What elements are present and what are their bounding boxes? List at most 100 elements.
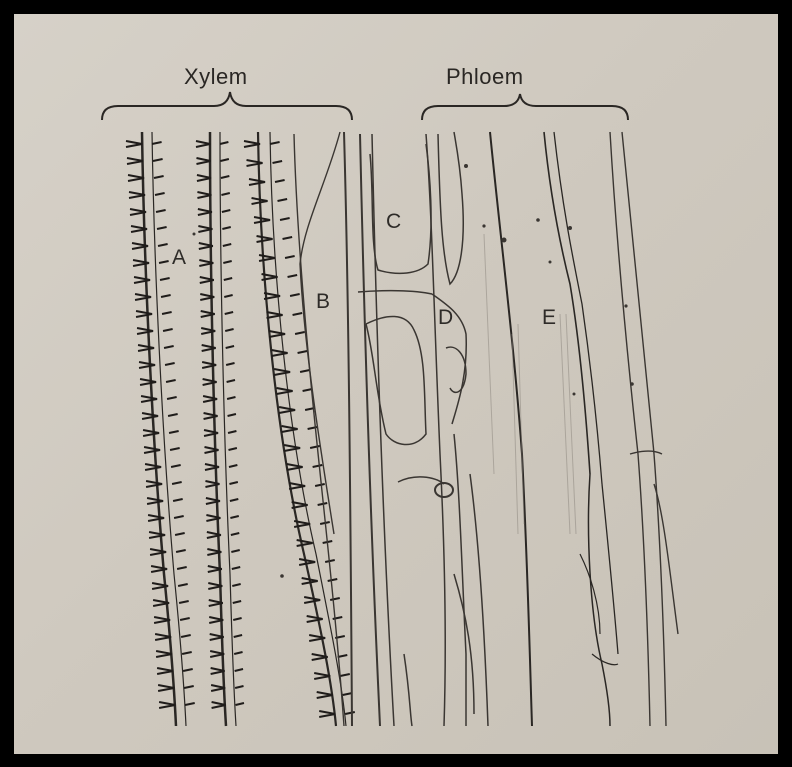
phloem-sieve-tube-d	[432, 132, 488, 726]
thickening-spike	[126, 141, 142, 147]
thickening-spike	[155, 193, 165, 195]
thickening-spike	[181, 635, 191, 637]
thickening-spike	[310, 446, 320, 448]
thickening-spike	[173, 499, 183, 501]
thickening-spike	[145, 464, 161, 470]
thickening-spike	[225, 312, 233, 314]
thickening-spike	[247, 160, 263, 166]
thickening-spike	[288, 275, 298, 277]
thickening-spike	[147, 498, 163, 504]
thickening-spike	[274, 369, 290, 375]
label-b: B	[316, 290, 330, 314]
thickening-spike	[156, 651, 172, 657]
thickening-spike	[144, 447, 160, 453]
thickening-spike	[338, 655, 348, 657]
thickening-spike	[231, 550, 239, 552]
thickening-spike	[150, 549, 166, 555]
thickening-spike	[135, 294, 151, 300]
thickening-spike	[275, 180, 285, 182]
thickening-spike	[160, 278, 170, 280]
thickening-spike	[154, 176, 164, 178]
thickening-spike	[222, 210, 230, 212]
thickening-spike	[230, 499, 238, 501]
thickening-spike	[234, 635, 242, 637]
thickening-spike	[143, 430, 159, 436]
thickening-spike	[226, 346, 234, 348]
thickening-spike	[162, 312, 172, 314]
thickening-spike	[230, 516, 238, 518]
thickening-spike	[232, 584, 240, 586]
thickening-spike	[185, 703, 195, 705]
thickening-spike	[202, 362, 216, 368]
thickening-spike	[157, 227, 167, 229]
thickening-spike	[225, 329, 233, 331]
thickening-spike	[197, 175, 211, 181]
xylem-phloem-drawing	[14, 14, 778, 754]
thickening-spike	[285, 256, 295, 258]
thickening-spike	[164, 346, 174, 348]
thickening-spike	[290, 294, 300, 296]
thickening-spike	[221, 193, 229, 195]
thickening-spike	[137, 328, 153, 334]
thickening-spike	[222, 227, 230, 229]
thickening-spike	[283, 237, 293, 239]
thickening-spike	[298, 351, 308, 353]
thickening-spike	[158, 244, 168, 246]
thickening-spike	[168, 414, 178, 416]
thickening-spike	[141, 396, 157, 402]
thickening-spike	[226, 363, 234, 365]
thickening-spike	[228, 431, 236, 433]
thickening-spike	[148, 515, 164, 521]
thickening-spike	[149, 532, 165, 538]
phloem-heading: Phloem	[446, 64, 524, 90]
thickening-spike	[196, 158, 210, 164]
thickening-spike	[204, 413, 218, 419]
thickening-spike	[279, 407, 295, 413]
thickening-spike	[182, 652, 192, 654]
thickening-spike	[156, 210, 166, 212]
thickening-spike	[319, 711, 335, 717]
thickening-spike	[232, 567, 240, 569]
thickening-spike	[223, 261, 231, 263]
pencil-shading	[484, 234, 576, 534]
thickening-spike	[169, 431, 179, 433]
thickening-spike	[159, 702, 175, 708]
xylem-vessel-second	[258, 132, 346, 726]
thickening-spike	[299, 559, 315, 565]
thickening-spike	[163, 329, 173, 331]
thickening-spike	[254, 217, 270, 223]
phloem-parenchyma-c	[358, 134, 445, 726]
thickening-spike	[270, 142, 280, 144]
thickening-spike	[174, 516, 184, 518]
thickening-spike	[233, 601, 241, 603]
thickening-spike	[272, 350, 288, 356]
thickening-spike	[227, 397, 235, 399]
thickening-spike	[165, 363, 175, 365]
thickening-spike	[317, 692, 333, 698]
thickening-spike	[330, 598, 340, 600]
thickening-spike	[184, 686, 194, 688]
label-d: D	[438, 306, 453, 330]
thickening-spike	[284, 445, 300, 451]
thickening-spike	[142, 413, 158, 419]
thickening-spike	[180, 618, 190, 620]
thickening-spike	[315, 484, 325, 486]
thickening-spike	[139, 362, 155, 368]
thickening-spike	[318, 503, 328, 505]
thickening-spike	[170, 448, 180, 450]
label-c: C	[386, 210, 401, 234]
thickening-spike	[203, 379, 217, 385]
thickening-spike	[249, 179, 265, 185]
thickening-spike	[259, 255, 275, 261]
thickening-spike	[231, 533, 239, 535]
thickening-spike	[345, 712, 355, 714]
thickening-spike	[179, 601, 189, 603]
thickening-spike	[295, 332, 305, 334]
thickening-spike	[157, 668, 173, 674]
thickening-spike	[220, 159, 228, 161]
thickening-spike	[307, 616, 323, 622]
thickening-spike	[166, 380, 176, 382]
thickening-spike	[236, 703, 244, 705]
thickening-spike	[183, 669, 193, 671]
